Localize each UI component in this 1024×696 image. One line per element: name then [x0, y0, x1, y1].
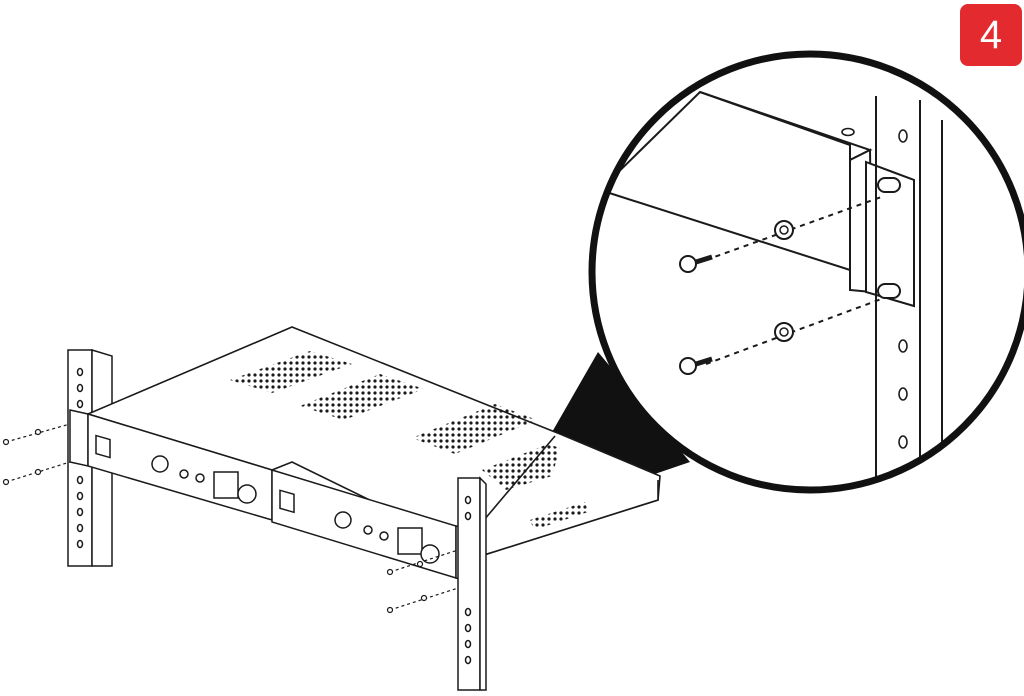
magnified-inset	[592, 54, 1024, 490]
front-panel-unit-1	[69, 409, 273, 522]
step-number: 4	[979, 13, 1003, 57]
left-screws	[2, 423, 71, 486]
step-badge: 4	[960, 4, 1022, 66]
vent-grilles	[230, 351, 588, 530]
right-rack-rail	[457, 476, 487, 691]
inset-border	[588, 50, 1024, 494]
right-screws	[386, 549, 459, 614]
